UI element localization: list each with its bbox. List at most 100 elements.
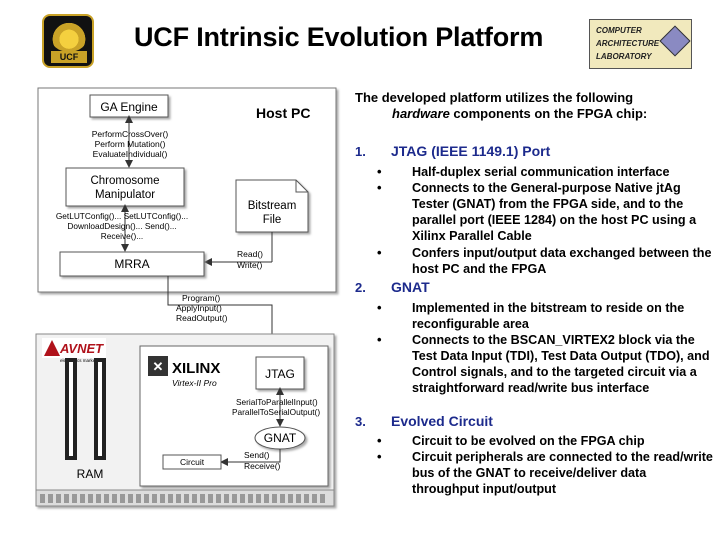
bullet-icon: • [377, 332, 382, 347]
connector-pin [216, 494, 221, 503]
virtex-label: Virtex-II Pro [172, 378, 217, 388]
mrra-box [59, 251, 205, 277]
connector-pin [192, 494, 197, 503]
section-1-number: 1. [355, 144, 366, 159]
ga-call-crossover: PerformCrossOver() [92, 129, 169, 139]
connector-pin [320, 494, 325, 503]
connector-pin [256, 494, 261, 503]
receive-call: Receive() [244, 461, 281, 471]
connector-pin [72, 494, 77, 503]
connector-pin [104, 494, 109, 503]
connector-pin [184, 494, 189, 503]
write-call: Write() [237, 260, 263, 270]
intro-line-1: The developed platform utilizes the foll… [355, 90, 634, 105]
avnet-sub-text: electronics marketing [60, 358, 103, 363]
bullet-icon: • [377, 164, 382, 179]
jtag-box [255, 356, 305, 390]
manipulator-label: Manipulator [95, 189, 155, 201]
connector-pin [120, 494, 125, 503]
bullet-icon: • [377, 245, 382, 260]
parallel-to-serial-call: ParallelToSerialOutput() [232, 407, 320, 417]
bitstream-file-icon [235, 179, 309, 233]
connector-pin [64, 494, 69, 503]
connector-pin [56, 494, 61, 503]
connector-pins [40, 494, 325, 503]
section-1-bullet-2: Connects to the General-purpose Native j… [412, 181, 697, 243]
bitstream-label: Bitstream [248, 200, 297, 212]
section-3-bullet-1: Circuit to be evolved on the FPGA chip [412, 434, 645, 448]
lab-logo-line-2: ARCHITECTURE [596, 39, 660, 48]
connector-pin [40, 494, 45, 503]
svg-text:✕: ✕ [153, 359, 164, 374]
lut-calls-line-3: Receive()... [101, 231, 143, 241]
intro-line-2-rest: components on the FPGA chip: [449, 106, 648, 121]
bullet-icon: • [377, 180, 382, 195]
connector-pin [176, 494, 181, 503]
read-output-call: ReadOutput() [176, 313, 228, 323]
connector-pin [312, 494, 317, 503]
circuit-label: Circuit [180, 457, 205, 467]
connector-pin [112, 494, 117, 503]
connector-pin [160, 494, 165, 503]
ga-call-mutation: Perform Mutation() [95, 139, 166, 149]
intro-line-2: hardware components on the FPGA chip: [392, 106, 647, 122]
connector-pin [288, 494, 293, 503]
file-label: File [263, 214, 282, 226]
connector-pin [240, 494, 245, 503]
section-2-number: 2. [355, 280, 366, 295]
connector-pin [272, 494, 277, 503]
section-3-heading: Evolved Circuit [391, 413, 493, 429]
chromosome-manipulator-box [65, 167, 185, 207]
apply-input-call: ApplyInput() [176, 303, 222, 313]
xilinx-logo-text: XILINX [172, 360, 220, 377]
computer-architecture-lab-logo: COMPUTER ARCHITECTURE LABORATORY [589, 19, 692, 69]
pegasus-emblem-icon [50, 20, 88, 52]
chromosome-label: Chromosome [90, 175, 159, 187]
section-2-heading: GNAT [391, 279, 430, 295]
lab-logo-line-3: LABORATORY [596, 52, 652, 61]
section-1-bullet-3: Confers input/output data exchanged betw… [412, 246, 712, 276]
lab-logo-line-1: COMPUTER [596, 26, 642, 35]
read-call: Read() [237, 249, 263, 259]
connector-pin [280, 494, 285, 503]
page-title: UCF Intrinsic Evolution Platform [134, 22, 544, 52]
connector-pin [144, 494, 149, 503]
connector-pin [88, 494, 93, 503]
section-1-heading: JTAG (IEEE 1149.1) Port [391, 143, 551, 159]
section-1-bullet-1: Half-duplex serial communication interfa… [412, 165, 670, 179]
ga-call-evaluate: EvaluateIndividual() [93, 149, 168, 159]
circuit-box [162, 454, 222, 470]
connector-pin [96, 494, 101, 503]
connector-pin [296, 494, 301, 503]
connector-pin [248, 494, 253, 503]
bullet-icon: • [377, 449, 382, 464]
ucf-logo: UCF [42, 14, 94, 68]
intro-hardware-word: hardware [392, 106, 450, 121]
mrra-label: MRRA [114, 257, 149, 271]
connector-pin [48, 494, 53, 503]
ga-engine-label: GA Engine [100, 100, 158, 114]
lut-calls-line-2: DownloadDesign()... Send()... [67, 221, 176, 231]
section-2-bullet-2: Connects to the BSCAN_VIRTEX2 block via … [412, 333, 710, 395]
bullet-icon: • [377, 433, 382, 448]
connector-pin [136, 494, 141, 503]
gnat-label: GNAT [264, 431, 297, 445]
avnet-logo-text: AVNET [59, 341, 104, 356]
connector-pin [128, 494, 133, 503]
connector-pin [208, 494, 213, 503]
connector-pin [152, 494, 157, 503]
avnet-triangle-icon [44, 340, 60, 356]
connector-pin [224, 494, 229, 503]
lut-calls-line-1: GetLUTConfig()... SetLUTConfig()... [56, 211, 188, 221]
connector-pin [304, 494, 309, 503]
ram-label: RAM [77, 467, 104, 481]
connector-pin [200, 494, 205, 503]
connector-pin [232, 494, 237, 503]
section-2-bullet-1: Implemented in the bitstream to reside o… [412, 301, 685, 331]
section-3-number: 3. [355, 414, 366, 429]
section-3-bullet-2: Circuit peripherals are connected to the… [412, 450, 713, 496]
ucf-logo-text: UCF [51, 51, 87, 63]
xilinx-icon [148, 356, 168, 376]
connector-pin [168, 494, 173, 503]
